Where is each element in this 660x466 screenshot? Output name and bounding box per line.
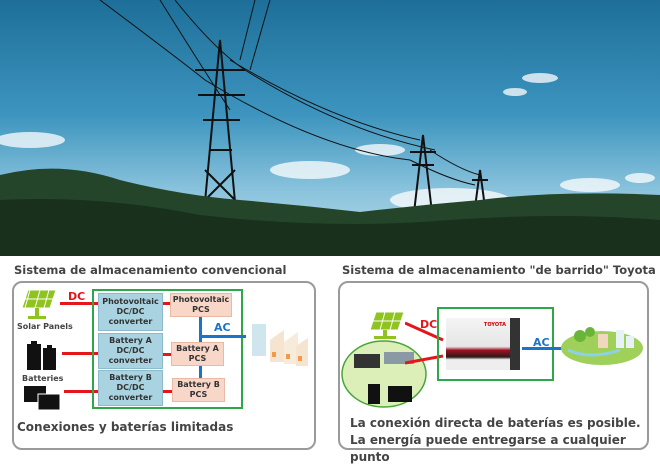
toyota-storage-unit: TOYOTA (446, 318, 520, 370)
battery-a-dcdc-box: Battery A DC/DC converter (98, 333, 163, 369)
conventional-panel (12, 281, 316, 450)
battery-a-pcs-box: Battery A PCS (171, 342, 224, 366)
toyota-title: Sistema de almacenamiento "de barrido" T… (342, 263, 656, 277)
toyota-caption: La conexión directa de baterías es posib… (350, 416, 641, 464)
solar-panel-icon (21, 289, 57, 319)
lead-acid-battery-icon (24, 386, 61, 411)
dc-line (60, 302, 98, 305)
dc-line (62, 352, 98, 355)
battery-group-icon (341, 340, 427, 408)
town-icon (561, 327, 643, 365)
toyota-logo: TOYOTA (483, 322, 506, 328)
conventional-caption: Conexiones y baterías limitadas (17, 420, 234, 434)
solar-panel-icon (369, 311, 405, 339)
converter-frame (92, 289, 243, 409)
solar-panels-label: Solar Panels (17, 322, 73, 331)
dc-link (163, 390, 172, 393)
ac-line (199, 335, 246, 338)
dc-label: DC (420, 318, 438, 331)
dc-link (163, 302, 170, 305)
pv-pcs-box: Photovoltaic PCS (170, 293, 232, 317)
dc-label: DC (68, 290, 86, 303)
conventional-title: Sistema de almacenamiento convencional (14, 263, 287, 277)
ac-label: AC (533, 336, 550, 349)
pv-dcdc-box: Photovoltaic DC/DC converter (98, 293, 163, 331)
dc-link (163, 353, 171, 356)
battery-b-pcs-box: Battery B PCS (172, 378, 225, 402)
ac-label: AC (214, 321, 231, 334)
dc-line (64, 390, 98, 393)
power-lines-photo (0, 0, 660, 257)
batteries-label: Batteries (22, 374, 64, 383)
sweep-system-frame (437, 307, 554, 381)
buildings-icon (252, 324, 308, 366)
ac-line (522, 347, 568, 350)
dc-lines (405, 321, 444, 365)
batteries-icon (27, 341, 56, 370)
battery-b-dcdc-box: Battery B DC/DC converter (98, 370, 163, 406)
